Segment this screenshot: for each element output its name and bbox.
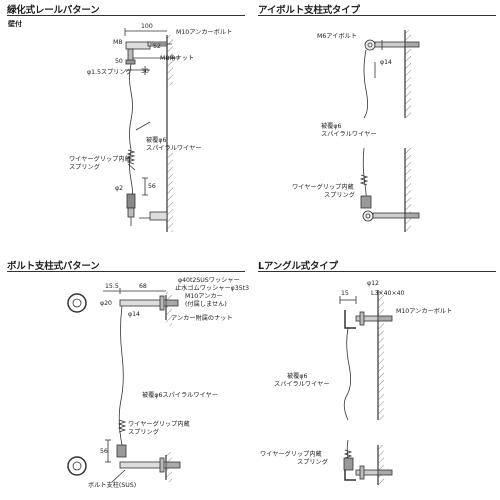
panel-title-bolt-post: ボルト支柱式パターン <box>7 261 100 272</box>
dim-50: 50 <box>115 58 123 65</box>
label-phi20: φ20 <box>100 300 112 307</box>
dim-56: 56 <box>148 183 156 190</box>
label-wire-1: 被覆φ6 <box>287 373 308 380</box>
label-m6-eyebolt: M6アイボルト <box>317 33 357 40</box>
label-spiral-wire: 被覆φ6スパイラルワイヤー <box>142 392 218 399</box>
label-wire-2: スパイラルワイヤー <box>321 131 377 138</box>
label-m10-anchor: M10アンカー <box>185 293 223 300</box>
panel-title-green-rail: 緑化式レールパターン <box>7 5 100 16</box>
label-phi2: φ2 <box>115 185 124 192</box>
label-sus-washer: φ40t2SUSワッシャー <box>178 277 240 284</box>
label-wire-2: スパイラルワイヤー <box>274 381 330 388</box>
label-angle-size: L3×40×40 <box>371 290 405 297</box>
dim-15-5: 15.5 <box>105 283 119 290</box>
label-grip-2: スプリング <box>297 459 328 466</box>
label-grip-2: スプリング <box>324 192 355 199</box>
label-wire-2: スパイラルワイヤー <box>146 145 202 152</box>
title-rule-4 <box>258 271 496 272</box>
dim-52: 52 <box>153 43 161 50</box>
title-rule-3 <box>7 271 245 272</box>
label-bolt-post: ボルト支柱(SUS) <box>88 482 137 489</box>
label-m8: M8 <box>113 39 123 46</box>
label-m8-square-nut: M8角ナット <box>160 55 195 62</box>
bolt-post-drawing <box>67 288 181 483</box>
label-phi12: φ12 <box>367 280 379 287</box>
label-grip-1: ワイヤーグリップ内蔵 <box>260 451 322 458</box>
dim-30: 30 <box>141 68 149 75</box>
dim-68: 68 <box>139 283 147 290</box>
l-angle-drawing <box>339 290 393 485</box>
dim-100: 100 <box>141 23 153 30</box>
rail-drawing <box>124 28 180 232</box>
panel-title-eyebolt: アイボルト支柱式タイプ <box>258 5 360 16</box>
panel-subtitle-wall: 壁付 <box>8 20 22 28</box>
dim-15: 15 <box>341 290 349 297</box>
dim-56: 56 <box>100 448 108 455</box>
label-m10-anchor-bolt: M10アンカーボルト <box>396 308 453 315</box>
label-grip-1: ワイヤーグリップ内蔵 <box>69 156 131 163</box>
title-rule-1 <box>7 15 245 16</box>
label-grip-2: スプリング <box>69 164 100 171</box>
label-phi14: φ14 <box>380 59 392 66</box>
title-rule-2 <box>258 15 496 16</box>
label-not-included: (付属しません) <box>185 301 227 308</box>
label-m10-anchor-bolt: M10アンカーボルト <box>176 29 233 36</box>
label-phi14: φ14 <box>128 311 140 318</box>
label-anchor-nut: アンカー附属のナット <box>171 315 233 322</box>
label-rubber-washer: 止水ゴムワッシャーφ35t3 <box>175 285 250 292</box>
panel-title-l-angle: Lアングル式タイプ <box>258 261 338 272</box>
eyebolt-drawing <box>359 30 420 232</box>
label-grip-1: ワイヤーグリップ内蔵 <box>128 421 190 428</box>
label-grip-2: スプリング <box>128 429 159 436</box>
label-wire-1: 被覆φ6 <box>146 137 167 144</box>
label-grip-1: ワイヤーグリップ内蔵 <box>292 184 354 191</box>
label-spring: φ1.5スプリング <box>87 69 132 76</box>
label-wire-1: 被覆φ6 <box>321 123 342 130</box>
